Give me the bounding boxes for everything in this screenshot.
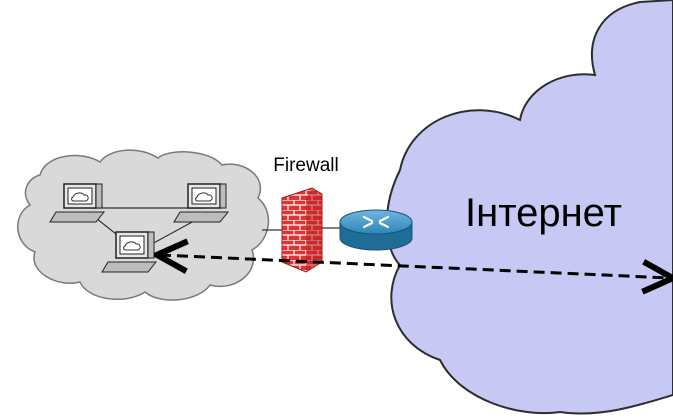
internet-label: Інтернет: [465, 191, 622, 235]
computer-icon: [101, 231, 158, 273]
lan-cloud: [17, 149, 270, 301]
router-icon: [339, 209, 413, 251]
firewall-label: Firewall: [273, 155, 338, 176]
bidirectional-arrow: [160, 255, 670, 278]
computer-icon: [49, 183, 106, 223]
computer-icon: [173, 183, 230, 223]
